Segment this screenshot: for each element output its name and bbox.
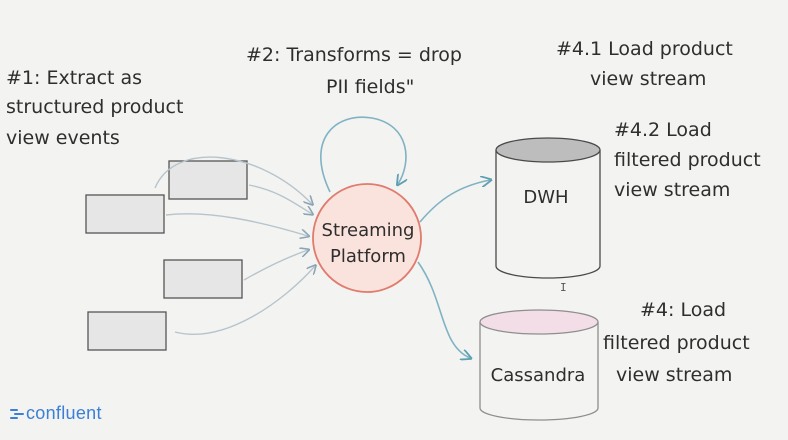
load-dwh-annotation-line1: #4.2 Load — [614, 119, 712, 141]
confluent-logo-text: confluent — [26, 403, 102, 423]
cassandra-label: Cassandra — [491, 365, 586, 386]
arrow-source-3 — [243, 250, 308, 281]
load-dwh-annotation-line2: filtered product — [614, 149, 761, 171]
source-box-2 — [85, 194, 165, 234]
load-cassandra-annotation-line2: filtered product — [603, 332, 750, 354]
text-cursor-icon: I — [560, 281, 567, 294]
arrow-source-1b — [248, 184, 312, 214]
load-dwh-annotation-line3: view stream — [614, 179, 730, 201]
source-box-3 — [163, 259, 243, 299]
load-cassandra-annotation-line1: #4: Load — [640, 299, 726, 321]
confluent-logo-icon — [10, 407, 24, 421]
extract-annotation-line3: view events — [6, 127, 120, 149]
transform-annotation-line2: PII fields" — [326, 76, 414, 98]
cassandra-database — [479, 309, 599, 421]
extract-annotation-line2: structured product — [6, 96, 183, 118]
load-stream-annotation-line2: view stream — [590, 68, 706, 90]
arrow-source-1 — [154, 156, 312, 204]
dwh-database — [495, 137, 601, 279]
confluent-logo: confluent — [10, 403, 102, 424]
dwh-label: DWH — [523, 187, 568, 208]
platform-label-line1: Streaming — [322, 220, 415, 241]
arrow-source-2 — [165, 213, 308, 236]
transform-loop-arrow — [320, 116, 406, 193]
platform-label-line2: Platform — [330, 246, 406, 267]
load-cassandra-annotation-line3: view stream — [616, 364, 732, 386]
arrow-to-cassandra — [417, 261, 470, 358]
streaming-platform-node — [312, 183, 422, 293]
load-stream-annotation-line1: #4.1 Load product — [556, 38, 733, 60]
arrow-source-4 — [174, 266, 315, 335]
source-box-1 — [168, 160, 248, 200]
source-box-4 — [87, 311, 167, 351]
transform-annotation-line1: #2: Transforms = drop — [246, 44, 462, 66]
arrow-to-dwh — [419, 180, 490, 223]
extract-annotation-line1: #1: Extract as — [6, 67, 142, 89]
